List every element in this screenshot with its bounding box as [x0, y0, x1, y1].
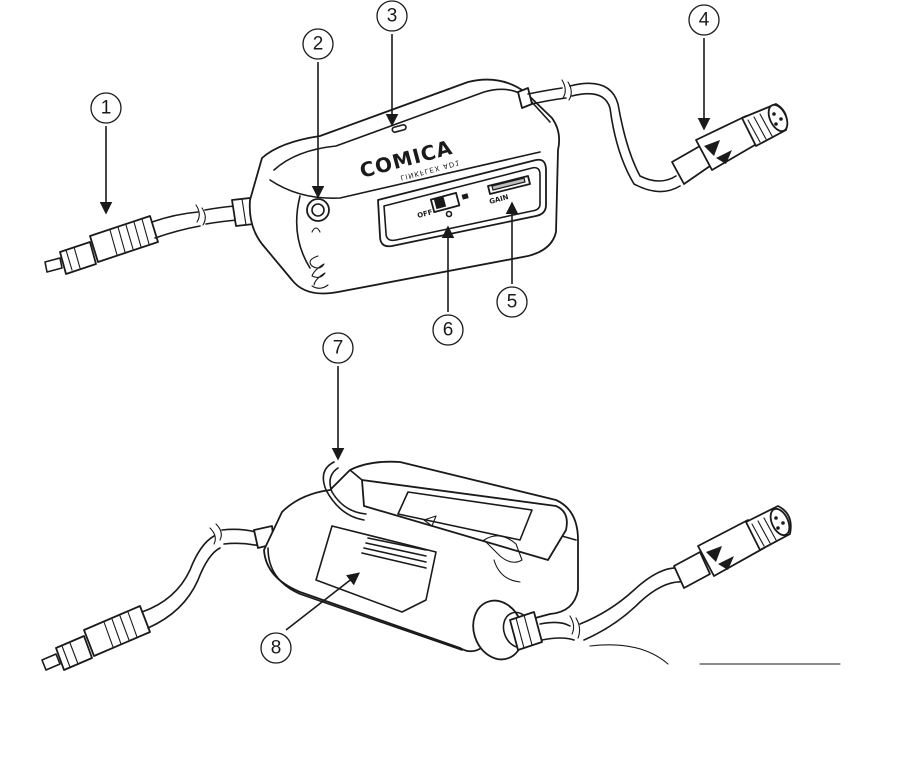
cable-hook-icon	[322, 461, 523, 583]
xlr-connector-icon	[671, 103, 789, 185]
callout-number: 2	[313, 34, 324, 55]
callout-arrows	[99, 34, 711, 631]
callout-number: 6	[443, 320, 454, 341]
adapter-back-view	[41, 460, 841, 671]
trs-plug-icon	[41, 605, 151, 671]
switch-off-label: OFF	[416, 208, 433, 220]
callout-number: 1	[101, 98, 112, 119]
callout-number: 8	[271, 638, 282, 659]
callout-3: 3	[376, 0, 408, 32]
callout-arrow-8	[285, 572, 361, 631]
callout-7: 7	[322, 332, 354, 364]
coiled-cord-icon	[309, 255, 329, 289]
callout-2: 2	[302, 28, 334, 60]
callout-number: 7	[333, 338, 344, 359]
trs-plug-icon	[44, 215, 159, 275]
callout-number: 3	[387, 6, 398, 27]
power-switch[interactable]: OFF	[416, 191, 469, 220]
callout-4: 4	[688, 4, 720, 36]
callout-number: 5	[507, 292, 518, 313]
callout-number: 4	[699, 10, 710, 31]
callout-5: 5	[496, 286, 528, 318]
callout-8: 8	[260, 632, 292, 664]
adapter-front-view: COMICA LINKFLEX AD1 OFF GAIN	[44, 78, 789, 295]
callout-6: 6	[432, 314, 464, 346]
callout-1: 1	[90, 92, 122, 124]
xlr-connector-icon	[673, 505, 792, 589]
